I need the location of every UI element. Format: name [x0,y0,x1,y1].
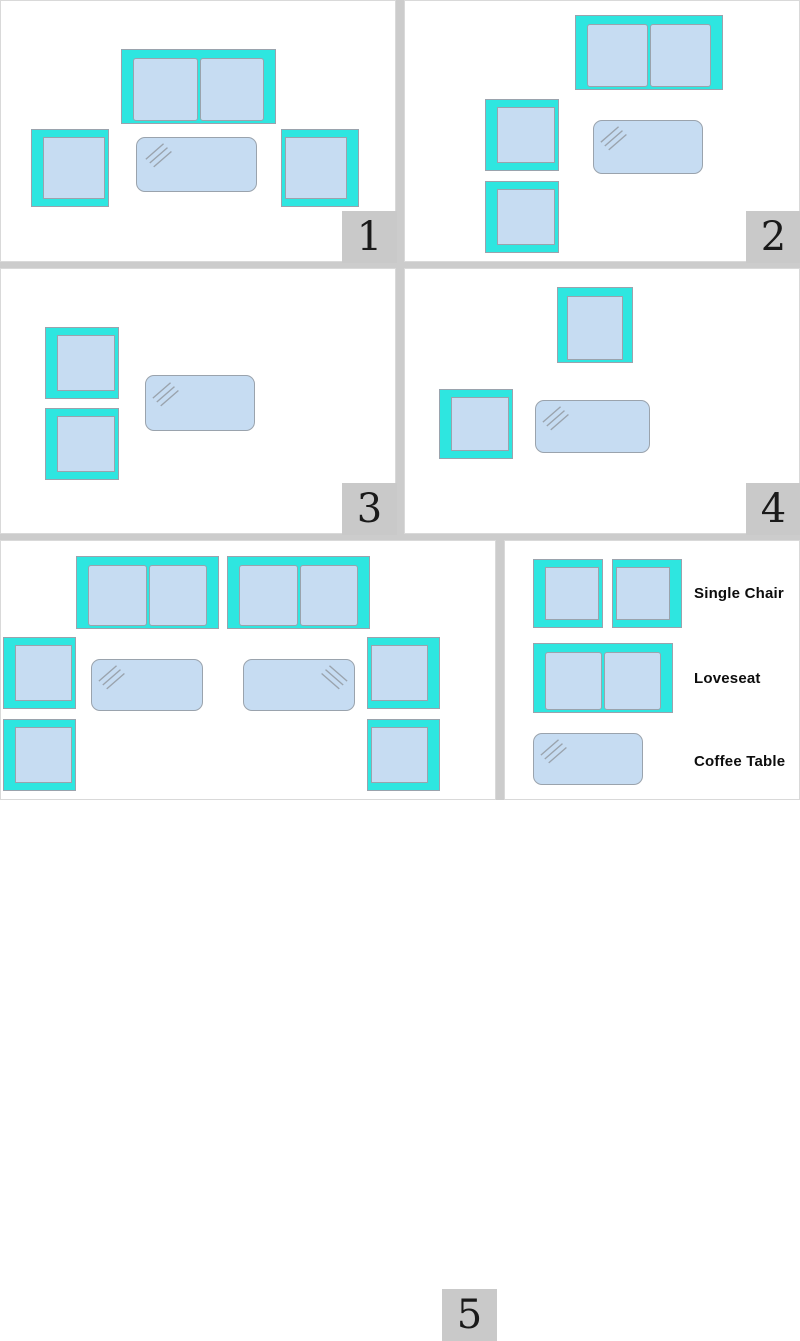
loveseat-cushion-left [587,24,648,87]
loveseat-cushion-right [650,24,711,87]
coffee-table[interactable] [145,375,255,431]
table-shine-icon [542,406,569,431]
loveseat-cushion-left [239,565,298,626]
chair-cushion [567,296,623,360]
coffee-table[interactable] [136,137,257,192]
panel-number-badge: 2 [746,211,800,263]
table-shine-icon [145,143,172,168]
loveseat[interactable] [121,49,276,124]
loveseat-cushion-right [299,565,358,626]
layout-panel-3[interactable]: 3 [0,268,397,740]
single-chair [533,559,603,628]
single-chair[interactable] [557,287,633,363]
loveseat [533,643,673,713]
legend-label-single-chair: Single Chair [694,585,784,602]
chair-cushion [371,727,428,783]
coffee-table[interactable] [243,659,355,711]
panel-number: 2 [760,214,787,260]
layout-panel-1[interactable]: 1 [0,0,397,263]
chair-cushion [285,137,347,199]
loveseat[interactable] [227,556,370,629]
coffee-table[interactable] [535,400,650,453]
legend-row-loveseat: Loveseat [505,627,800,713]
panel-number: 3 [356,486,383,532]
single-chair[interactable] [3,719,76,791]
panel-number-badge: 5 [442,1289,497,1341]
single-chair[interactable] [439,389,513,459]
chair-cushion [545,567,599,620]
chair-cushion [497,189,555,245]
single-chair[interactable] [31,129,109,207]
single-chair[interactable] [45,408,119,480]
loveseat-cushion-right [199,58,264,121]
chair-cushion [15,727,72,783]
table-shine-icon [600,126,627,151]
chair-cushion [616,567,670,620]
single-chair[interactable] [45,327,119,399]
single-chair[interactable] [485,181,559,253]
single-chair[interactable] [281,129,359,207]
chair-cushion [43,137,105,199]
layout-panel-5[interactable]: 5 [0,540,497,1341]
chair-cushion [371,645,428,701]
legend-row-single-chair: Single Chair [505,541,800,628]
loveseat-cushion-left [545,652,602,710]
loveseat-cushion-left [133,58,198,121]
single-chair[interactable] [367,637,440,709]
table-shine-icon [98,665,125,690]
table-shine-icon [321,665,348,690]
chair-cushion [15,645,72,701]
single-chair[interactable] [485,99,559,171]
panel-number-badge: 1 [342,211,397,263]
table-shine-icon [540,739,567,764]
layout-panel-4[interactable]: 4 [404,268,800,764]
panel-number: 4 [760,486,787,532]
coffee-table[interactable] [91,659,203,711]
coffee-table[interactable] [593,120,703,174]
single-chair[interactable] [367,719,440,791]
layout-panel-2[interactable]: 2 [404,0,800,263]
loveseat-cushion-right [148,565,207,626]
chair-cushion [497,107,555,163]
loveseat-cushion-right [604,652,661,710]
loveseat-cushion-left [88,565,147,626]
loveseat[interactable] [76,556,219,629]
panel-number-badge: 3 [342,483,397,535]
legend-label-coffee-table: Coffee Table [694,753,786,770]
chair-cushion [57,335,115,391]
panel-number-badge: 4 [746,483,800,535]
single-chair[interactable] [3,637,76,709]
panel-number: 1 [356,214,383,260]
legend-row-coffee-table: Coffee Table [505,713,800,799]
coffee-table [533,733,643,785]
chair-cushion [57,416,115,472]
legend-label-loveseat: Loveseat [694,670,761,687]
chair-cushion [451,397,509,451]
panel-number: 5 [456,1292,483,1338]
table-shine-icon [152,382,179,407]
legend-panel: Single Chair Loveseat Coffee Ta [504,540,800,800]
loveseat[interactable] [575,15,723,90]
single-chair [612,559,682,628]
